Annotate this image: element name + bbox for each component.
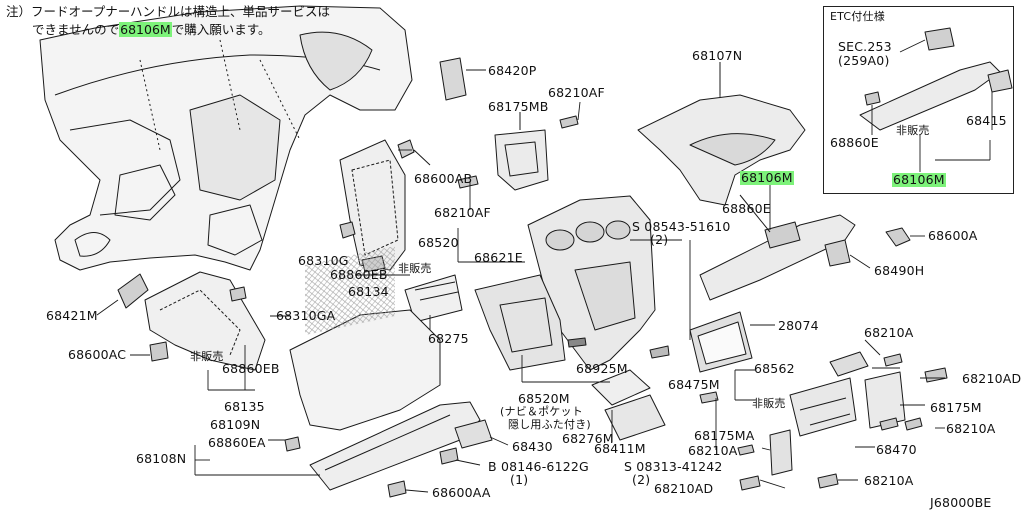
- note-line-2: できませんので68106Mで購入願います。: [32, 22, 270, 38]
- switch-68421M-shape: [117, 273, 149, 309]
- clip-68600A-shape: [885, 227, 911, 247]
- etc-inset-box: [823, 6, 1014, 194]
- screw-68210AF-top-shape: [559, 115, 579, 129]
- part-68210AF-top[interactable]: 68210AF: [548, 85, 605, 100]
- note-line2-post: で購入願います。: [171, 22, 271, 37]
- part-08543-qty: (2): [650, 232, 669, 247]
- part-68276M[interactable]: 68276M: [562, 431, 614, 446]
- note-prefix: 注）フードオープナーハンドルは構造上、単品サービスは: [6, 4, 331, 19]
- note-line-1: 注）フードオープナーハンドルは構造上、単品サービスは: [6, 4, 330, 20]
- part-68520[interactable]: 68520: [418, 235, 459, 250]
- panel-68134-shape: [339, 139, 406, 271]
- bracket-68175MB-shape: [494, 129, 549, 191]
- box-68430-shape: [454, 419, 493, 449]
- part-68109N[interactable]: 68109N: [210, 417, 261, 432]
- part-68210A-3[interactable]: 68210A: [946, 421, 996, 436]
- etc-sec-253[interactable]: SEC.253: [838, 39, 892, 54]
- etc-part-68415[interactable]: 68415: [966, 113, 1007, 128]
- note-line2-pre: できませんので: [32, 22, 120, 37]
- pocket-68276M-shape: [591, 369, 651, 406]
- not-sold-left: 非販売: [190, 350, 224, 363]
- not-sold-upper: 非販売: [398, 262, 432, 275]
- etc-part-68106M[interactable]: 68106M: [892, 172, 946, 187]
- note-highlight-part[interactable]: 68106M: [119, 22, 172, 37]
- part-68210A-5[interactable]: 68210A: [864, 473, 914, 488]
- etc-module-shape: [924, 27, 955, 51]
- part-68430[interactable]: 68430: [512, 439, 553, 454]
- part-68310GA[interactable]: 68310GA: [276, 308, 336, 323]
- part-28074[interactable]: 28074: [778, 318, 819, 333]
- part-68421M[interactable]: 68421M: [46, 308, 98, 323]
- part-68600AC[interactable]: 68600AC: [68, 347, 127, 362]
- part-68490H[interactable]: 68490H: [874, 263, 925, 278]
- card-68562-shape: [829, 351, 869, 377]
- switch-68420P-shape: [439, 57, 467, 101]
- part-68275[interactable]: 68275: [428, 331, 469, 346]
- part-68860EB-lower[interactable]: 68860EB: [222, 361, 280, 376]
- part-68420P[interactable]: 68420P: [488, 63, 537, 78]
- part-68562[interactable]: 68562: [754, 361, 795, 376]
- part-68134[interactable]: 68134: [348, 284, 389, 299]
- bracket-68175M-shape: [864, 371, 906, 429]
- part-68106M[interactable]: 68106M: [740, 170, 794, 185]
- bracket-68175MA-shape: [769, 429, 793, 476]
- part-68600AA[interactable]: 68600AA: [432, 485, 491, 500]
- clip-68490H-shape: [824, 239, 851, 267]
- part-68210AD-2[interactable]: 68210AD: [654, 481, 714, 496]
- part-68860EB-upper[interactable]: 68860EB: [330, 267, 388, 282]
- part-68520M-note1: (ナビ＆ポケット: [500, 405, 583, 418]
- clip-68600AB-shape: [397, 139, 415, 159]
- part-68600A[interactable]: 68600A: [928, 228, 978, 243]
- part-08313-qty: (2): [632, 472, 651, 487]
- part-68520M-note2: 隠し用ふた付き): [508, 418, 591, 431]
- panel-68106M-shape: [699, 214, 856, 301]
- part-68210A-2[interactable]: 68210A: [688, 443, 738, 458]
- etc-68415-shape: [987, 69, 1013, 93]
- panel-68108N-shape: [309, 401, 481, 491]
- part-08146-6122G[interactable]: B 08146-6122G: [488, 459, 589, 474]
- part-68470[interactable]: 68470: [876, 442, 917, 457]
- etc-part-68860E[interactable]: 68860E: [830, 135, 879, 150]
- part-68411M[interactable]: 68411M: [594, 441, 646, 456]
- part-68600AB[interactable]: 68600AB: [414, 171, 473, 186]
- part-68860E[interactable]: 68860E: [722, 201, 771, 216]
- not-sold-right: 非販売: [752, 397, 786, 410]
- etc-title: ETC付仕様: [830, 10, 885, 23]
- part-68925M[interactable]: 68925M: [576, 361, 628, 376]
- part-08543-51610[interactable]: S 08543-51610: [632, 219, 731, 234]
- part-68175M[interactable]: 68175M: [930, 400, 982, 415]
- part-68107N[interactable]: 68107N: [692, 48, 743, 63]
- part-68108N[interactable]: 68108N: [136, 451, 187, 466]
- etc-not-sold: 非販売: [896, 124, 930, 137]
- part-68310G[interactable]: 68310G: [298, 253, 349, 268]
- part-68475M[interactable]: 68475M: [668, 377, 720, 392]
- part-68520M[interactable]: 68520M: [518, 391, 570, 406]
- diagram-code: J68000BE: [930, 495, 992, 510]
- part-68135[interactable]: 68135: [224, 399, 265, 414]
- part-08313-41242[interactable]: S 08313-41242: [624, 459, 723, 474]
- part-68621E[interactable]: 68621E: [474, 250, 523, 265]
- part-08146-qty: (1): [510, 472, 529, 487]
- part-68175MA[interactable]: 68175MA: [694, 428, 755, 443]
- pocket-68411M-shape: [604, 394, 666, 441]
- part-68210AD-1[interactable]: 68210AD: [962, 371, 1022, 386]
- part-68860EA[interactable]: 68860EA: [208, 435, 266, 450]
- box-68470-shape: [789, 377, 857, 437]
- part-68210A-1[interactable]: 68210A: [864, 325, 914, 340]
- etc-sec-259A0: (259A0): [838, 53, 890, 68]
- part-68210AF-mid[interactable]: 68210AF: [434, 205, 491, 220]
- part-68175MB[interactable]: 68175MB: [488, 99, 549, 114]
